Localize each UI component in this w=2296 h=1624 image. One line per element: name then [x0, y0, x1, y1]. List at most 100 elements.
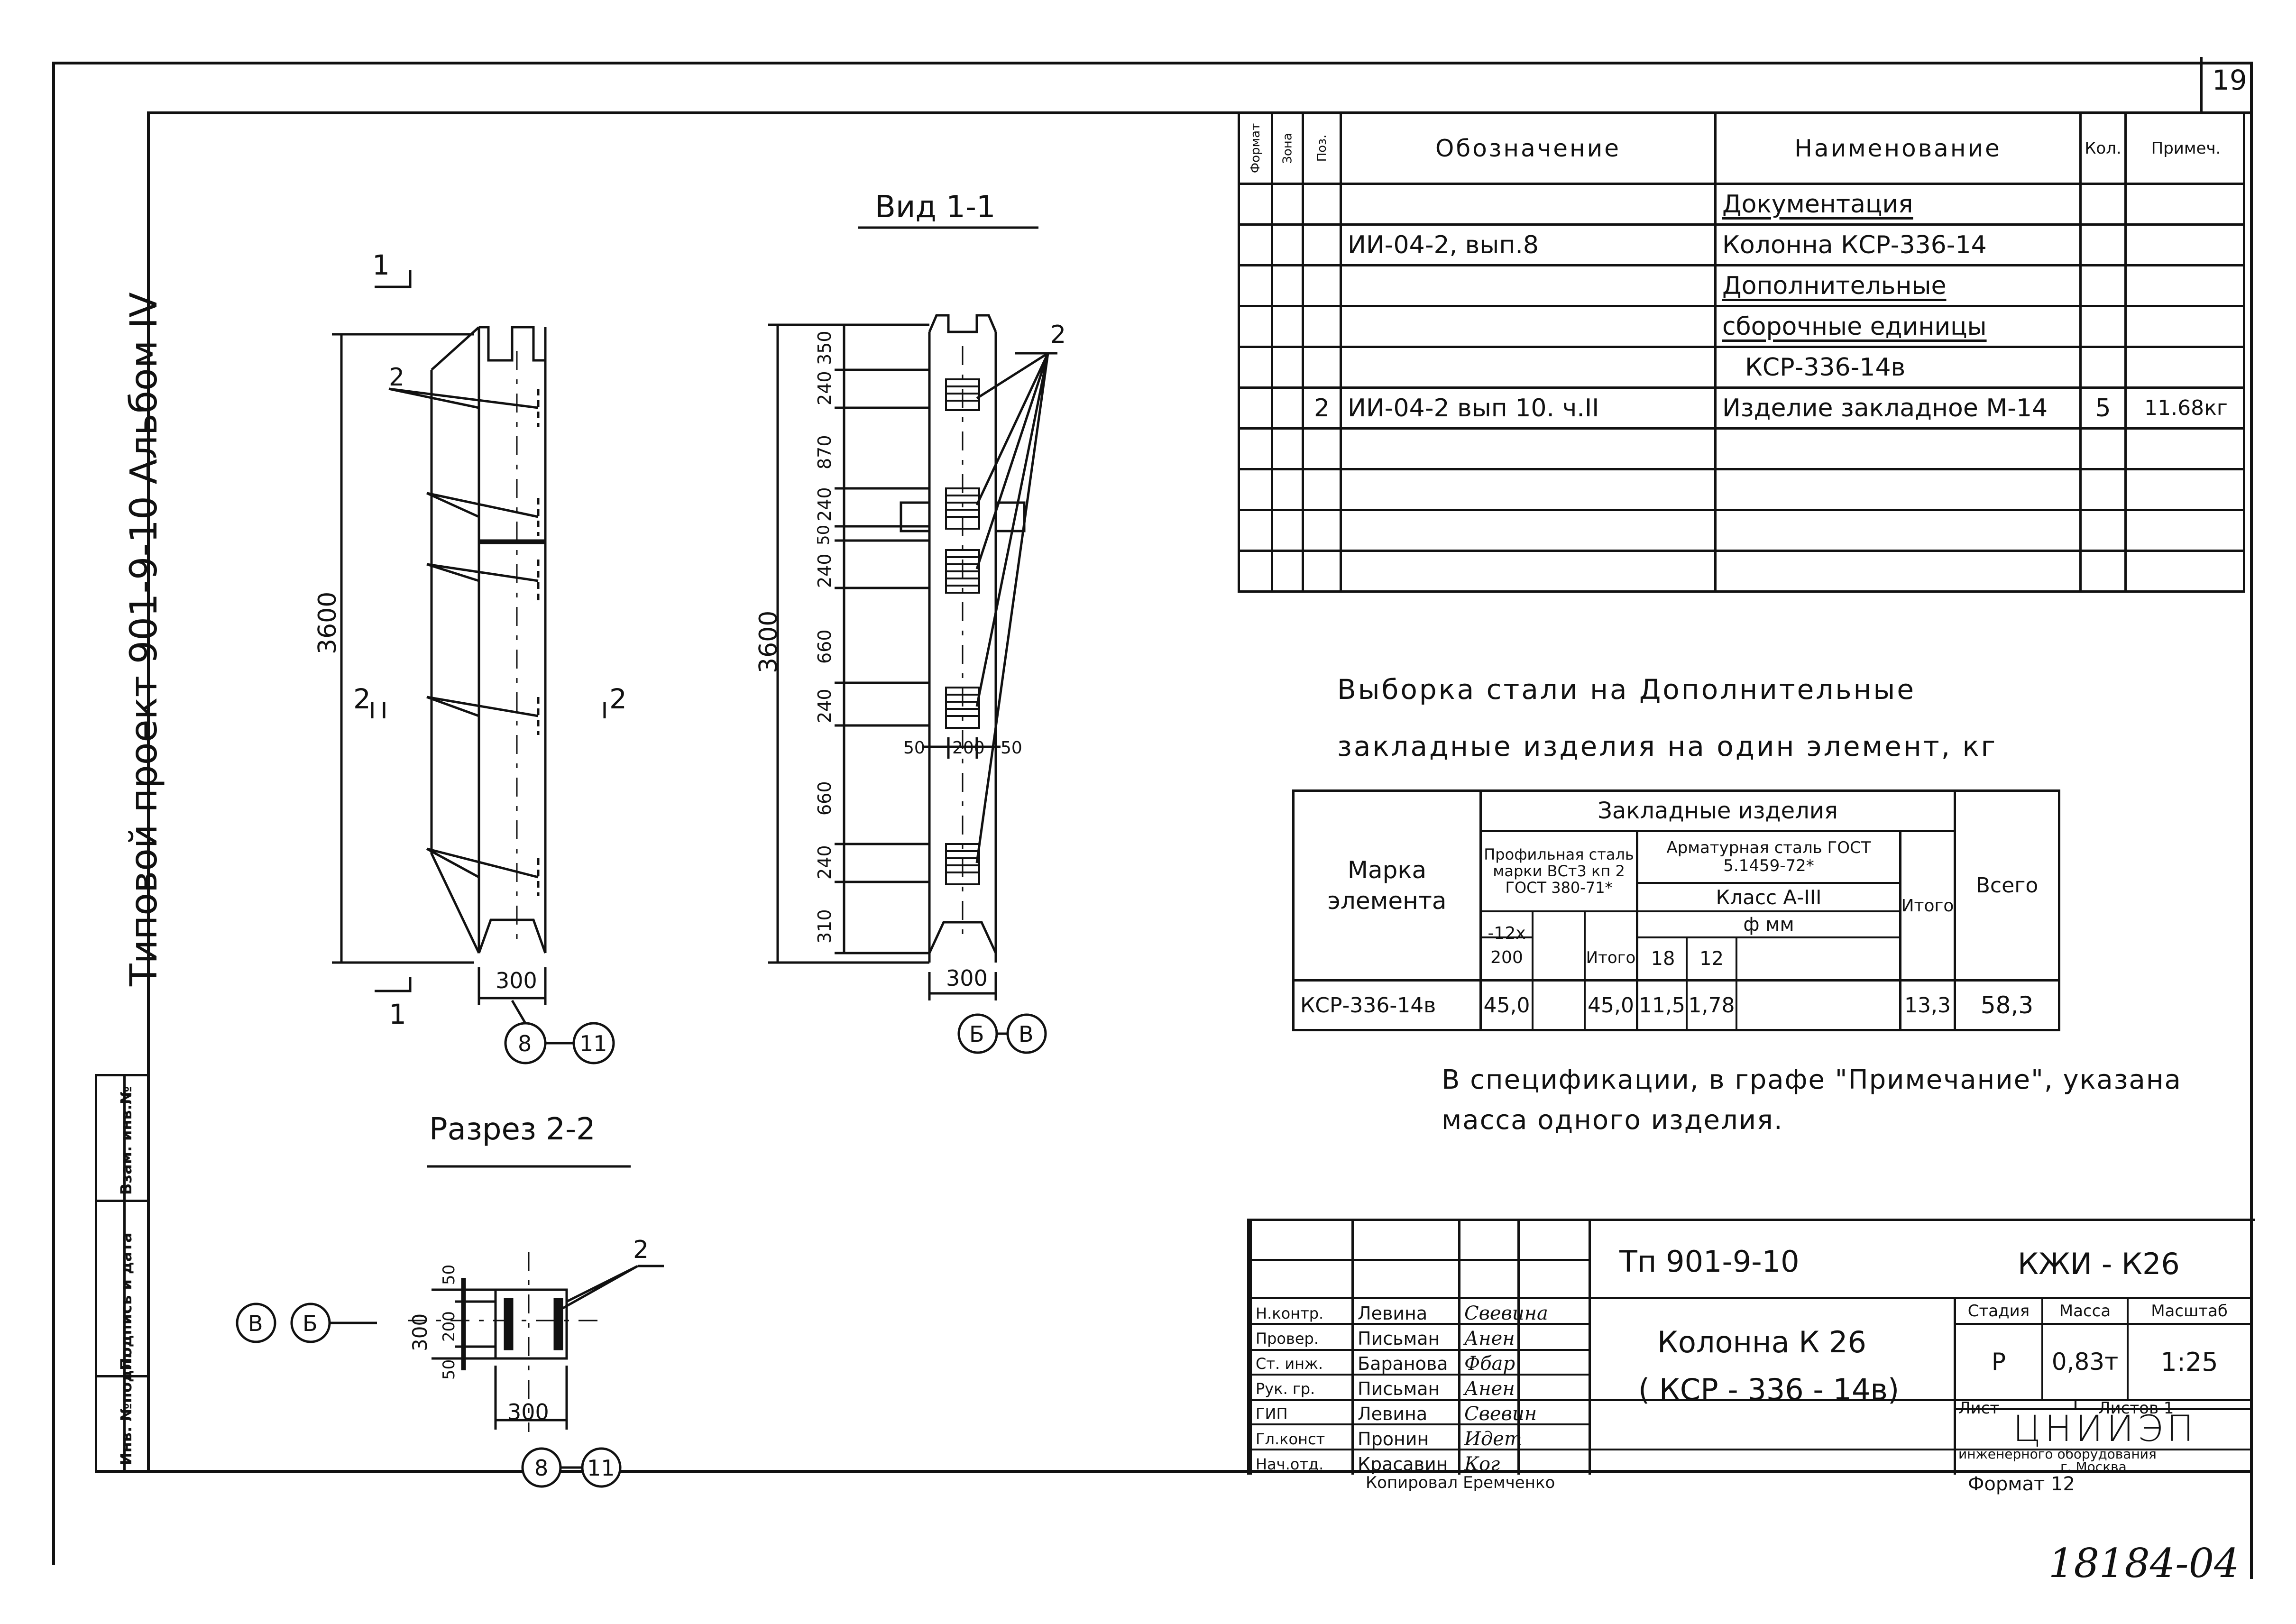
tb-person-role: Ст. инж. — [1256, 1354, 1323, 1373]
spec-cell-note — [2127, 307, 2245, 346]
st-h-plate: -12х 200 — [1488, 924, 1526, 967]
spec-cell-qty — [2082, 552, 2124, 590]
seg-dim-240d: 240 — [814, 688, 835, 723]
spec-col-line — [1714, 111, 1717, 590]
tb-v3 — [1517, 1221, 1520, 1475]
spec-cell-fmt — [1240, 307, 1271, 346]
spec-cell-code — [1342, 307, 1714, 346]
sec-callout-2: 2 — [633, 1236, 649, 1264]
tb-org-3: г. Москва — [2060, 1459, 2127, 1475]
spec-cell-zone — [1273, 470, 1302, 509]
tb-mass-h: Масса — [2059, 1302, 2111, 1321]
spec-cell-fmt — [1240, 470, 1271, 509]
seg-dim-660b: 660 — [814, 781, 835, 816]
tb-sheet-h: Лист — [1958, 1399, 2000, 1418]
st-h4 — [1636, 910, 1899, 912]
st-row-r12: 1,78 — [1688, 993, 1735, 1018]
spec-cell-pos — [1304, 552, 1340, 590]
spec-cell-qty — [2082, 430, 2124, 468]
tb-h10 — [1954, 1408, 2250, 1410]
plate-dim-50a: 50 — [903, 738, 925, 758]
section-mark-cut-left: 2 — [353, 683, 371, 715]
spec-cell-pos — [1304, 226, 1340, 264]
spec-header-pos: Поз. — [1314, 134, 1329, 162]
plate-dim-200: 200 — [952, 738, 985, 758]
spec-cell-pos — [1304, 511, 1340, 550]
tb-stage: Р — [1991, 1348, 2006, 1376]
st-h-mark: Марка элемента — [1327, 856, 1447, 915]
tb-h8 — [1249, 1449, 2250, 1450]
section-2-2-title: Разрез 2-2 — [429, 1112, 596, 1147]
spec-header-name: Наименование — [1794, 134, 2002, 162]
spec-cell-code — [1342, 552, 1714, 590]
st-v7 — [1899, 830, 1901, 1029]
spec-cell-name: Изделие закладное М-14 — [1722, 394, 2048, 422]
spec-cell-name — [1717, 470, 2079, 509]
spec-row-line — [1238, 223, 2245, 226]
tb-v8 — [2075, 1399, 2076, 1408]
st-h6 — [1479, 936, 1532, 938]
sec-dim-300h: 300 — [507, 1399, 549, 1425]
spec-cell-fmt — [1240, 430, 1271, 468]
right-dim-3600: 3600 — [754, 610, 783, 673]
st-h1 — [1479, 830, 1954, 832]
tb-format: Формат 12 — [1968, 1473, 2075, 1495]
tb-v7 — [2127, 1297, 2129, 1399]
tb-person-name: Письман — [1358, 1378, 1440, 1399]
spec-row-line — [1238, 305, 2245, 307]
tb-product-2: ( КСР - 336 - 14в) — [1638, 1372, 1900, 1407]
tb-h2 — [1249, 1297, 2250, 1299]
view-1-1-title: Вид 1-1 — [875, 190, 996, 225]
tb-person-name: Левина — [1358, 1303, 1428, 1324]
spec-cell-code: ИИ-04-2, вып.8 — [1348, 230, 1539, 259]
tb-mass: 0,83т — [2051, 1348, 2119, 1376]
tb-person-sign: Анен — [1464, 1327, 1515, 1349]
sec-axis-v: В — [248, 1311, 263, 1336]
spec-cell-note — [2127, 348, 2245, 386]
seg-dim-240a: 240 — [814, 371, 835, 405]
st-h2 — [1636, 882, 1899, 884]
sec-axis-8: 8 — [534, 1455, 549, 1481]
spec-cell-code — [1342, 266, 1714, 305]
spec-cell-qty — [2082, 266, 2124, 305]
outer-frame-top — [52, 62, 2252, 64]
spec-col-line — [2124, 111, 2127, 590]
spec-header-zone: Зона — [1280, 132, 1295, 164]
seg-dim-240b: 240 — [814, 487, 835, 522]
spec-cell-fmt — [1240, 226, 1271, 264]
st-v8 — [1954, 792, 1956, 1029]
note-line2: масса одного изделия. — [1442, 1105, 1783, 1136]
spec-cell-note — [2127, 226, 2245, 264]
inner-frame-left — [147, 111, 150, 1472]
spec-col-line — [1271, 111, 1273, 590]
spec-row-line — [1238, 427, 2245, 430]
spec-cell-name: КСР-336-14в — [1745, 353, 1906, 382]
spec-cell-zone — [1273, 348, 1302, 386]
spec-col-line — [2243, 111, 2245, 590]
seg-dim-350: 350 — [814, 330, 835, 365]
tb-sheets-h: Листов 1 — [2098, 1399, 2174, 1418]
spec-cell-name — [1717, 511, 2079, 550]
spec-cell-qty — [2082, 511, 2124, 550]
spec-cell-fmt — [1240, 185, 1271, 223]
tb-person-role: Нач.отд. — [1256, 1455, 1324, 1473]
right-dim-300: 300 — [946, 965, 988, 991]
tb-v6 — [2041, 1297, 2043, 1399]
st-h-embedded: Закладные изделия — [1598, 798, 1838, 824]
spec-cell-zone — [1273, 430, 1302, 468]
steel-table: Марка элемента Закладные изделия Профиль… — [1292, 789, 2060, 1031]
seg-dim-240e: 240 — [814, 845, 835, 880]
spec-row-line — [1238, 183, 2245, 185]
note-line1: В спецификации, в графе "Примечание", ук… — [1442, 1064, 2182, 1095]
tb-h1 — [1249, 1259, 1589, 1261]
spec-cell-zone — [1273, 307, 1302, 346]
spec-cell-name — [1717, 552, 2079, 590]
spec-cell-code — [1342, 430, 1714, 468]
stamp-line-1 — [95, 1074, 149, 1076]
st-h-diam: ф мм — [1743, 913, 1794, 936]
spec-cell-zone — [1273, 226, 1302, 264]
seg-dim-660a: 660 — [814, 629, 835, 664]
sec-dim-200: 200 — [440, 1311, 459, 1342]
left-dim-300: 300 — [496, 968, 537, 993]
